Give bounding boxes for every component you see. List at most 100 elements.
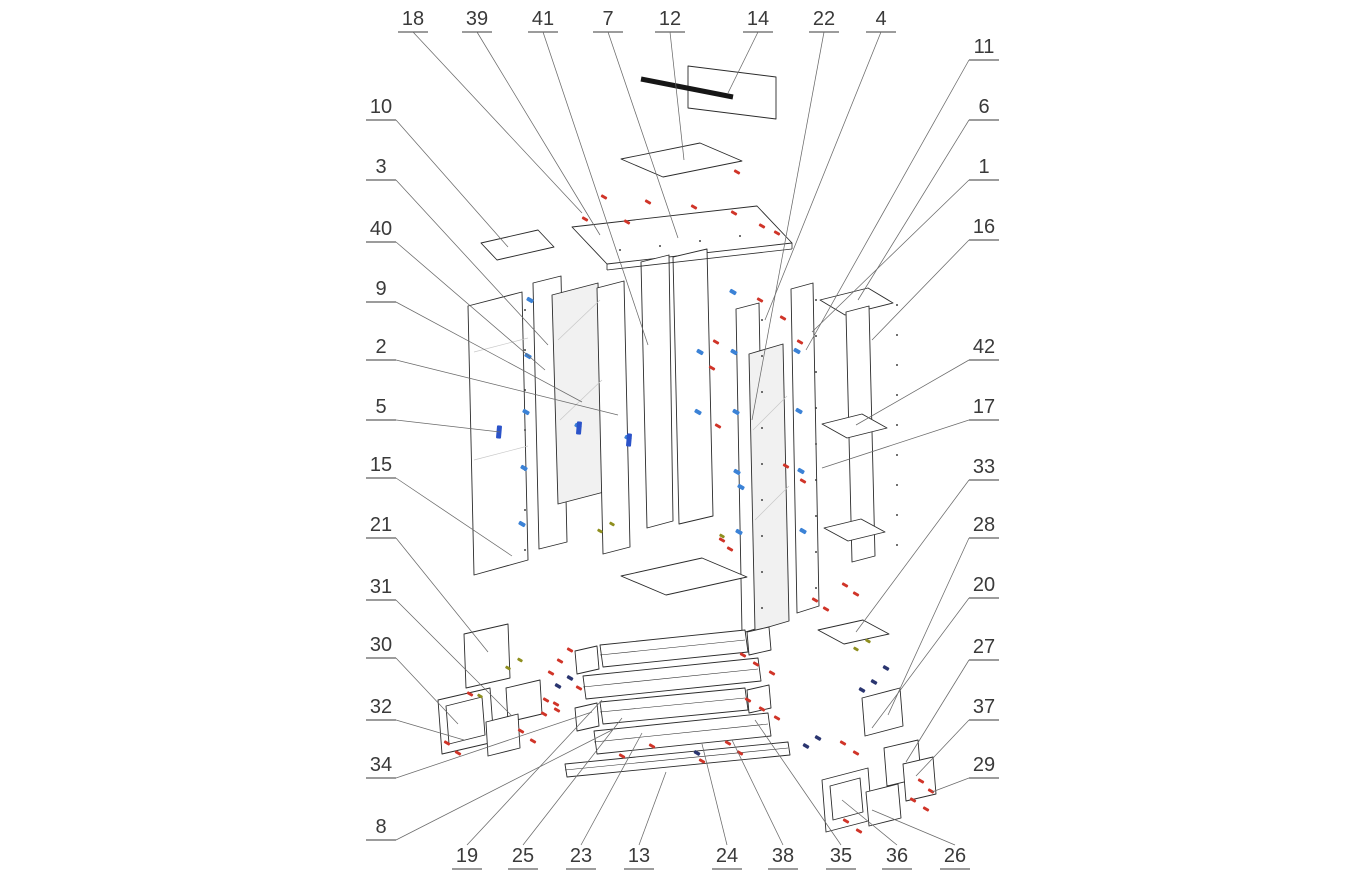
red-fastener	[917, 778, 925, 784]
drawer1-side-right	[746, 626, 772, 656]
callout-number: 20	[973, 574, 995, 596]
callout-28: 28	[887, 514, 999, 716]
red-fastener	[779, 315, 787, 321]
callout-number: 28	[973, 514, 995, 536]
leader-line	[811, 179, 970, 333]
small-panel-10	[480, 229, 555, 261]
blue-fastener	[696, 348, 704, 356]
red-fastener	[454, 750, 462, 756]
leader-line	[522, 717, 623, 846]
leader-line	[476, 31, 601, 236]
leader-line	[395, 537, 489, 653]
callout-35: 35	[754, 719, 856, 870]
olive-fastener	[719, 533, 725, 539]
red-fastener	[773, 230, 781, 236]
shelf-unit-top	[819, 287, 894, 316]
red-fastener	[517, 728, 525, 734]
leader-line	[395, 301, 583, 403]
leader-line	[607, 31, 679, 239]
red-fastener	[581, 216, 589, 222]
leader-line	[395, 657, 459, 725]
detail-line	[640, 76, 734, 100]
callout-number: 30	[370, 634, 392, 656]
drawer2-side-right	[746, 684, 772, 714]
olive-fastener	[865, 638, 871, 644]
callout-number: 22	[813, 8, 835, 30]
leader-line	[855, 479, 970, 633]
callout-number: 35	[830, 845, 852, 867]
callout-19: 19	[452, 699, 603, 870]
hole-mark	[761, 427, 763, 429]
callout-number: 39	[466, 8, 488, 30]
hole-mark	[761, 319, 763, 321]
red-fastener	[575, 685, 583, 691]
left-inner-panel-2	[596, 280, 631, 555]
red-fastener	[566, 647, 574, 653]
callout-17: 17	[821, 396, 999, 469]
callout-34: 34	[366, 711, 593, 779]
panel-12-shelf	[620, 142, 743, 178]
callout-21: 21	[366, 514, 489, 653]
callout-number: 13	[628, 845, 650, 867]
callout-number: 33	[973, 456, 995, 478]
red-fastener	[773, 715, 781, 721]
callout-number: 24	[716, 845, 738, 867]
callout-32: 32	[366, 696, 465, 741]
blue-fastener	[730, 348, 738, 356]
hole-mark	[896, 514, 898, 516]
leader-line	[821, 419, 970, 469]
blue-fastener	[522, 408, 530, 416]
callout-number: 38	[772, 845, 794, 867]
blue-fastener	[737, 483, 745, 491]
olive-fastener	[853, 646, 859, 652]
callout-12: 12	[655, 8, 685, 161]
leader-line	[395, 241, 546, 371]
hole-mark	[896, 394, 898, 396]
callout-number: 10	[370, 96, 392, 118]
leader-line	[754, 719, 842, 846]
leader-line	[871, 809, 956, 846]
hole-mark	[815, 587, 817, 589]
red-fastener	[739, 652, 747, 658]
drawer1-front	[582, 657, 762, 700]
callout-40: 40	[366, 218, 546, 371]
callout-30: 30	[366, 634, 459, 725]
callout-25: 25	[508, 717, 623, 870]
hole-mark	[524, 349, 526, 351]
callout-3: 3	[366, 156, 549, 346]
hole-mark	[619, 249, 621, 251]
leader-line	[701, 743, 728, 846]
detail-line	[599, 697, 746, 713]
callout-number: 23	[570, 845, 592, 867]
callout-24: 24	[701, 743, 742, 870]
navy-fastener	[870, 679, 878, 685]
box-26	[865, 783, 902, 827]
red-fastener	[842, 818, 850, 824]
hole-mark	[524, 549, 526, 551]
mirror-door-left	[551, 282, 605, 505]
callout-14: 14	[727, 8, 773, 94]
callout-13: 13	[624, 771, 667, 870]
bottom-panel-33	[817, 619, 890, 645]
hole-mark	[739, 235, 741, 237]
drawer1-side-left	[574, 645, 600, 675]
blue-fastener	[793, 347, 801, 355]
navy-fastener	[693, 750, 701, 756]
blue-fastener	[735, 528, 743, 536]
callout-number: 7	[602, 8, 613, 30]
floor-panel	[620, 557, 748, 596]
leader-line	[841, 799, 898, 846]
red-fastener	[553, 707, 561, 713]
navy-fastener	[858, 687, 866, 693]
red-fastener	[839, 740, 847, 746]
callout-31: 31	[366, 576, 513, 717]
blue-fastener	[729, 288, 737, 296]
red-fastener	[796, 339, 804, 345]
callout-9: 9	[366, 278, 583, 403]
callout-10: 10	[366, 96, 509, 248]
callout-number: 27	[973, 636, 995, 658]
detail-line	[599, 639, 746, 656]
callout-number: 19	[456, 845, 478, 867]
callout-2: 2	[366, 336, 619, 416]
hole-mark	[699, 240, 701, 242]
